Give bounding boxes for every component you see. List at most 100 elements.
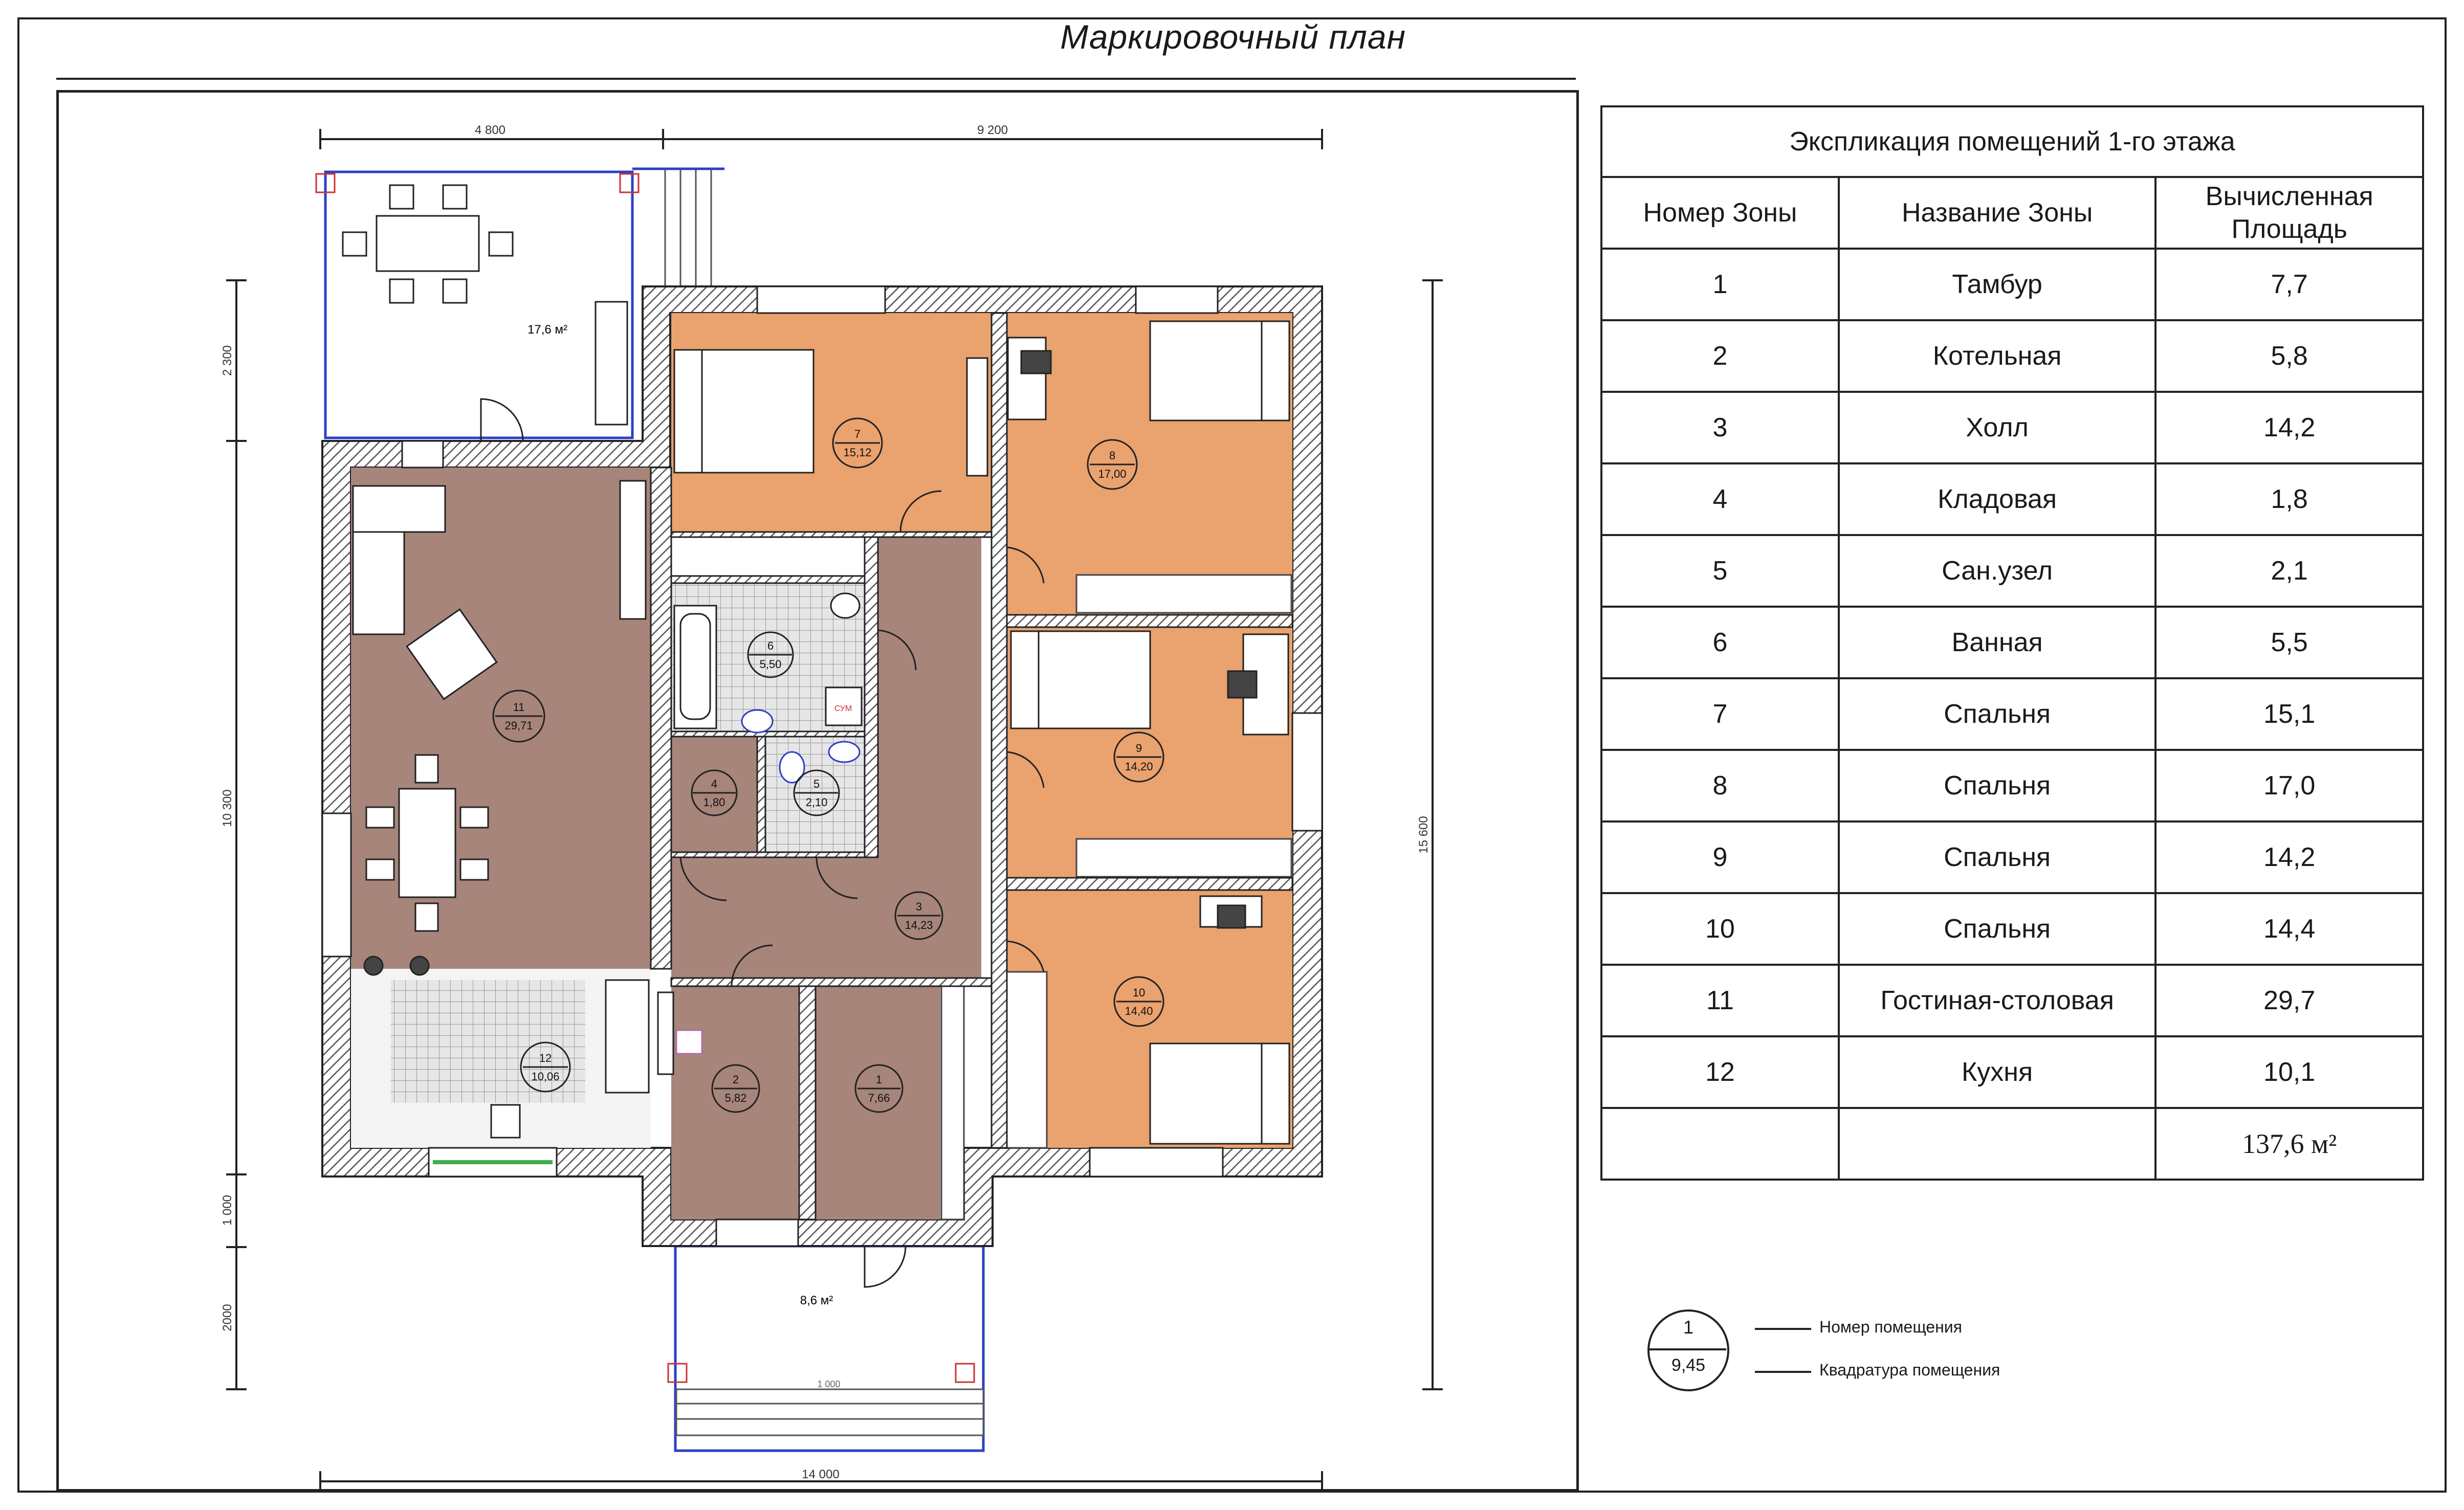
room-tag-7-area: 15,12 (843, 446, 871, 459)
row-12-area: 10,1 (2154, 1035, 2424, 1109)
porch-edge-label: 1 000 (817, 1379, 840, 1389)
row-11-name: Гостиная-столовая (1837, 964, 2157, 1037)
legend: 1 9,45 Номер помещения Квадратура помеще… (1647, 1294, 2108, 1407)
room-tag-5-num: 5 (813, 778, 820, 790)
row-3-name: Холл (1837, 391, 2157, 464)
total-empty-2 (1837, 1107, 2157, 1181)
row-6-number: 6 (1600, 606, 1840, 679)
room-tag-6-area: 5,50 (760, 658, 782, 671)
header-zone-number: Номер Зоны (1600, 176, 1840, 250)
title-underline (56, 78, 1576, 80)
furniture (352, 320, 1290, 1145)
row-2-name: Котельная (1837, 319, 2157, 393)
row-9-number: 9 (1600, 820, 1840, 894)
room-tag-4-area: 1,80 (703, 796, 725, 809)
room-tag-2: 2 5,82 (711, 1064, 760, 1113)
room-tag-1-num: 1 (876, 1073, 882, 1086)
room-floors (351, 313, 1292, 1220)
sheet-frame (17, 17, 2447, 1493)
boiler-label: СУМ (834, 704, 852, 713)
room-tag-12-area: 10,06 (531, 1070, 559, 1083)
dimension-labels: 4 800 9 200 14 000 2 300 10 300 1 000 20… (221, 123, 1431, 1481)
room-tag-8-area: 17,00 (1098, 468, 1126, 480)
row-10-area: 14,4 (2154, 892, 2424, 966)
porch-area: 8,6 м² (800, 1294, 833, 1307)
dim-left-lower1: 1 000 (221, 1195, 234, 1226)
row-12-number: 12 (1600, 1035, 1840, 1109)
explication-title: Экспликация помещений 1-го этажа (1600, 105, 2424, 178)
room-tag-1-area: 7,66 (868, 1092, 890, 1104)
room-tags: 1 7,66 2 5,82 3 14,23 4 1,80 5 2,10 (492, 417, 1164, 1113)
room-tag-9-num: 9 (1136, 742, 1142, 754)
dimension-lines (226, 129, 1443, 1492)
legend-number-leader (1755, 1328, 1811, 1330)
legend-room-tag (1647, 1309, 1729, 1391)
room-tag-5: 5 2,10 (793, 769, 840, 816)
room-tag-6-num: 6 (767, 639, 774, 652)
row-5-name: Сан.узел (1837, 534, 2157, 608)
row-5-area: 2,1 (2154, 534, 2424, 608)
plan-frame (56, 90, 1579, 1492)
row-12-name: Кухня (1837, 1035, 2157, 1109)
row-2-area: 5,8 (2154, 319, 2424, 393)
row-3-area: 14,2 (2154, 391, 2424, 464)
room-tag-2-num: 2 (733, 1073, 739, 1086)
room-tag-4-num: 4 (711, 778, 717, 790)
row-11-number: 11 (1600, 964, 1840, 1037)
room-tag-11-num: 11 (513, 701, 525, 714)
row-7-area: 15,1 (2154, 677, 2424, 751)
row-7-name: Спальня (1837, 677, 2157, 751)
door-swings (480, 398, 1045, 1288)
room-tag-7-num: 7 (854, 428, 861, 440)
room-tag-3-area: 14,23 (905, 919, 933, 931)
room-tag-2-area: 5,82 (725, 1092, 747, 1104)
row-10-name: Спальня (1837, 892, 2157, 966)
room-tag-11: 11 29,71 (492, 690, 545, 743)
row-10-number: 10 (1600, 892, 1840, 966)
room-tag-4: 4 1,80 (691, 769, 738, 816)
room-tag-9: 9 14,20 (1113, 731, 1164, 783)
total-empty-1 (1600, 1107, 1840, 1181)
room-tag-10-area: 14,40 (1125, 1005, 1153, 1017)
row-4-area: 1,8 (2154, 462, 2424, 536)
windows (321, 285, 1323, 1247)
legend-number-label: Номер помещения (1819, 1318, 1962, 1336)
dim-left-middle: 10 300 (221, 789, 234, 827)
room-tag-5-area: 2,10 (806, 796, 828, 809)
dim-right: 15 600 (1417, 816, 1431, 853)
legend-tag-divider (1649, 1348, 1726, 1350)
total-row: 137,6 м² (1600, 1107, 2424, 1181)
terrace: 17,6 м² (315, 167, 724, 439)
floor-plan: 4 800 9 200 14 000 2 300 10 300 1 000 20… (221, 123, 1443, 1492)
row-7-number: 7 (1600, 677, 1840, 751)
row-5-number: 5 (1600, 534, 1840, 608)
total-area: 137,6 м² (2154, 1107, 2424, 1181)
room-tag-6: 6 5,50 (747, 631, 794, 678)
row-9-area: 14,2 (2154, 820, 2424, 894)
row-8-name: Спальня (1837, 749, 2157, 823)
row-11-area: 29,7 (2154, 964, 2424, 1037)
dim-left-lower2: 2000 (221, 1304, 234, 1331)
dim-top-right: 9 200 (977, 123, 1008, 137)
room-tag-3-num: 3 (916, 900, 922, 913)
row-4-number: 4 (1600, 462, 1840, 536)
legend-area-label: Квадратура помещения (1819, 1361, 2000, 1379)
row-9-name: Спальня (1837, 820, 2157, 894)
row-3-number: 3 (1600, 391, 1840, 464)
room-tag-10-num: 10 (1133, 986, 1145, 999)
room-tag-10: 10 14,40 (1113, 976, 1164, 1027)
row-2-number: 2 (1600, 319, 1840, 393)
room-tag-7: 7 15,12 (832, 417, 883, 469)
room-tag-1: 1 7,66 (854, 1064, 904, 1113)
row-1-name: Тамбур (1837, 248, 2157, 321)
